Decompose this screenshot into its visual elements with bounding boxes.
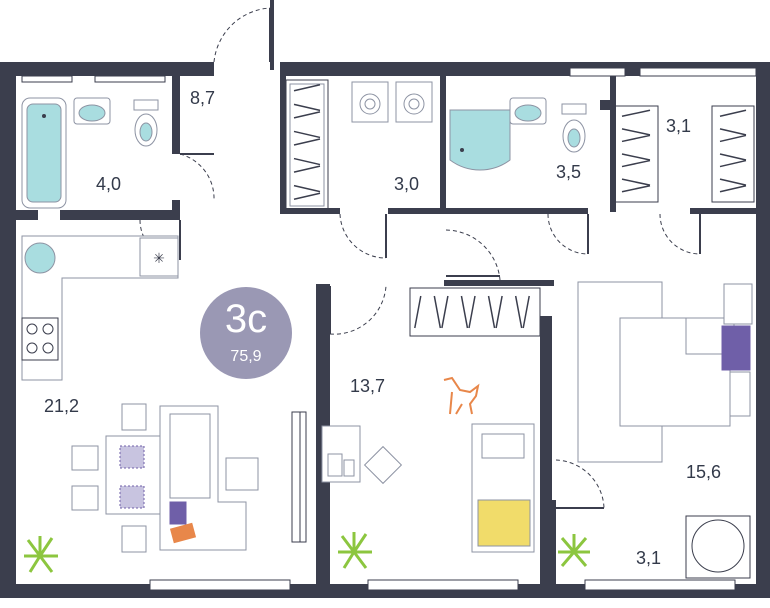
shelf-line [719,184,747,193]
kitchen-counter [21,235,179,381]
fridge-icon: ✳ [139,237,179,277]
bookshelf-icon [409,287,541,337]
shelf-line [719,128,747,136]
washing-machine-icon [351,81,433,123]
room-area-bathroom-1: 4,0 [96,174,122,194]
wardrobe-shelves [613,105,755,203]
room-area-wardrobe: 3,1 [666,116,692,136]
unit-total-area: 75,9 [230,348,262,365]
shelf-line [487,295,496,329]
table-icon [685,515,751,579]
pouf-icon [225,457,259,491]
shelf-line [468,295,476,329]
shelf-line [719,134,747,143]
shelf-line [621,134,651,143]
plant-icon [24,536,58,573]
shelf-line [293,84,321,92]
unit-badge: 3с 75,9 [200,287,292,379]
shelf-line [719,178,747,186]
room-area-laundry: 3,0 [394,174,420,194]
room-area-kitchen-living: 21,2 [44,396,80,416]
shelf-line [621,128,651,136]
room-area-hall: 8,7 [190,88,216,108]
dog-icon [443,376,480,415]
sink-icon [509,97,547,125]
sink-icon [73,97,111,125]
shelf-line [433,295,442,329]
room-area-bedroom: 15,6 [686,462,722,482]
plant-icon [558,534,590,567]
shelf-line [621,109,651,118]
shower-icon [449,109,511,171]
chair-icon [71,403,147,553]
shelf-line [293,157,321,166]
shelf-line [621,153,651,161]
toilet-icon [133,99,159,147]
chair-icon [363,445,403,485]
svg-text:✳: ✳ [153,251,165,267]
shelf-line [514,295,523,329]
shelf-line [719,159,747,168]
shelf-line [460,295,469,329]
shelf-line [621,178,651,186]
shelf-line [293,103,321,112]
sink-icon [24,242,56,274]
hall-wardrobe [285,79,329,211]
shelf-line [719,153,747,161]
room-area-balcony: 3,1 [636,548,662,568]
stove-icon [21,317,59,361]
bottom-windows [149,579,736,591]
shelf-line [293,130,321,139]
unit-type-label: 3с [224,297,268,341]
shelf-line [293,165,321,173]
shelf-line [621,159,651,168]
room-area-bathroom-2: 3,5 [556,162,582,182]
tv-icon [299,411,307,543]
sofa-icon [159,405,247,551]
desk-icon [321,425,361,483]
table-icon [105,435,161,515]
shelf-line [293,111,321,119]
bathtub-icon [21,97,67,209]
shelf-line [293,192,321,200]
plant-icon [338,532,372,569]
shelf-line [293,184,321,193]
bed-icon [577,281,753,463]
top-windows [21,67,757,83]
bed-icon [471,423,535,553]
shelf-line [441,295,449,329]
shelf-line [414,295,422,329]
interior-walls [16,76,756,584]
shelf-line [293,138,321,146]
shelf-line [522,295,530,329]
shelf-line [719,109,747,118]
shelf-line [621,184,651,193]
shelf-line [495,295,503,329]
doors [179,8,701,509]
toilet-icon [561,103,587,153]
room-area-kids-room: 13,7 [350,376,386,396]
